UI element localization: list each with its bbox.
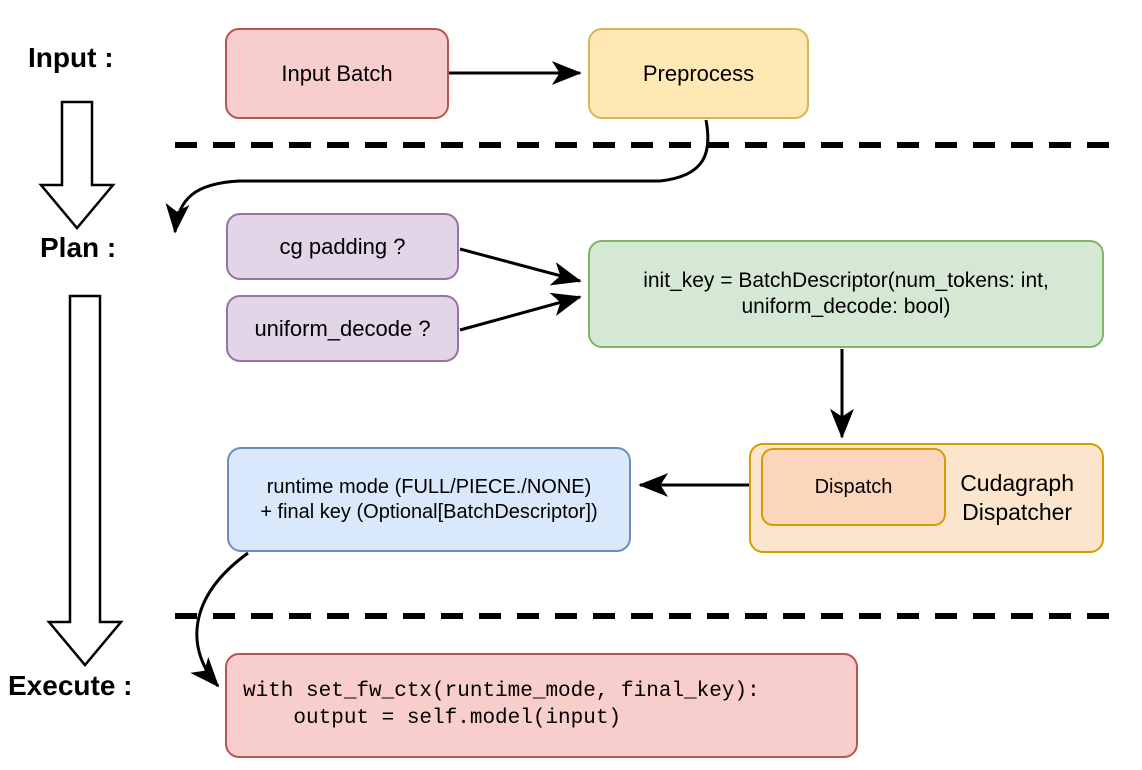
node-preprocess[interactable]: Preprocess [588,28,809,119]
stage-arrow-input-to-plan [38,100,116,230]
stage-label-input: Input : [28,42,114,73]
node-execute-code[interactable]: with set_fw_ctx(runtime_mode, final_key)… [225,653,858,758]
edge-cg-padding-to-init-key [459,247,582,286]
node-uniform-decode[interactable]: uniform_decode ? [226,295,459,362]
stage-label-plan: Plan : [40,232,117,263]
edge-uniform-decode-to-init-key [459,292,582,332]
node-cg-padding[interactable]: cg padding ? [226,213,459,280]
stage-arrow-plan-to-execute [46,294,124,667]
node-dispatch[interactable]: Dispatch [761,448,946,526]
stage-label-execute: Execute : [8,670,133,701]
node-input-batch[interactable]: Input Batch [225,28,449,119]
node-runtime-mode[interactable]: runtime mode (FULL/PIECE./NONE) + final … [227,447,631,552]
node-init-key[interactable]: init_key = BatchDescriptor(num_tokens: i… [588,240,1104,348]
